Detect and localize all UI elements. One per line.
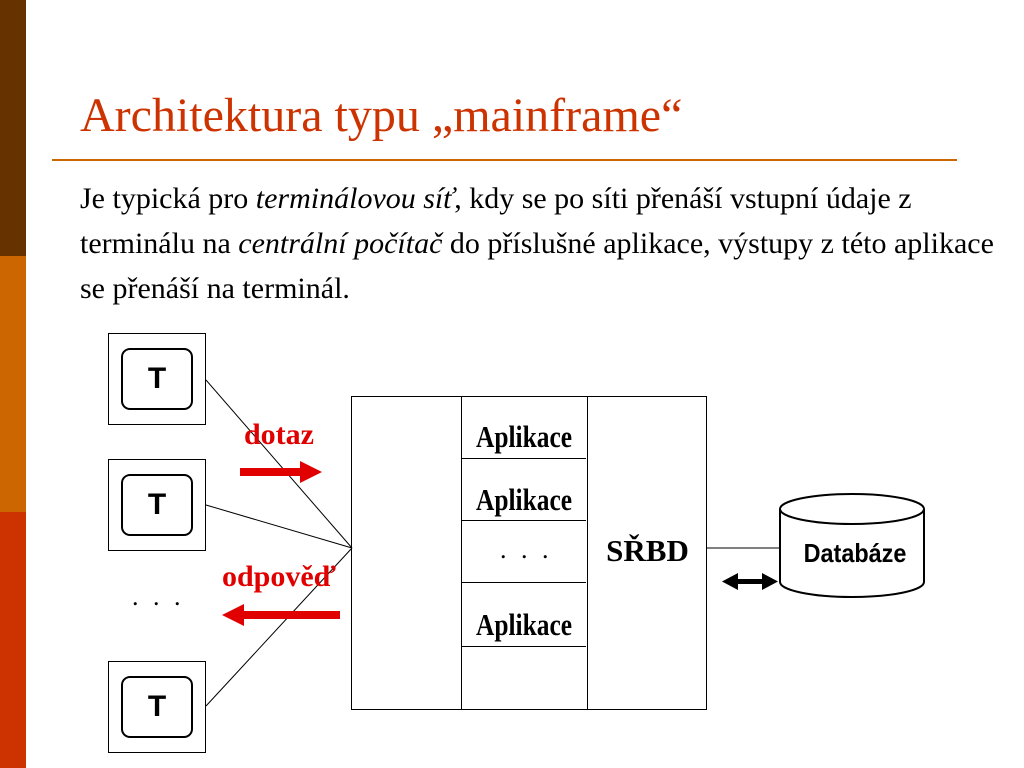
application-ellipsis: . . . xyxy=(500,535,553,564)
bidirectional-arrow-icon xyxy=(722,573,778,590)
application-3: Aplikace xyxy=(475,607,573,642)
terminal-ellipsis: . . . xyxy=(132,582,185,611)
request-label: dotaz xyxy=(244,418,314,451)
mainframe-divider-1 xyxy=(461,396,462,710)
body-text-1: Je typická pro xyxy=(80,182,256,215)
side-stripe-top xyxy=(0,0,26,256)
side-stripe-middle xyxy=(0,256,26,512)
connector-terminal-1 xyxy=(205,379,353,549)
response-arrow-icon xyxy=(222,604,340,626)
terminal-3: T xyxy=(108,661,206,753)
terminal-label: T xyxy=(121,676,193,738)
body-paragraph: Je typická pro terminálovou síť, kdy se … xyxy=(80,176,1010,311)
side-stripe-bottom xyxy=(0,512,26,768)
database-label: Databáze xyxy=(803,538,907,568)
application-separator xyxy=(462,582,586,583)
terminal-2: T xyxy=(108,459,206,551)
dbms-label: SŘBD xyxy=(606,533,689,568)
slide-title: Architektura typu „mainframe“ xyxy=(80,89,683,142)
mainframe-box xyxy=(351,396,707,710)
application-underline xyxy=(462,520,586,521)
database-cylinder-icon xyxy=(779,493,925,598)
connector-terminal-3 xyxy=(205,547,353,707)
application-1: Aplikace xyxy=(475,419,573,454)
body-emphasis-central-computer: centrální počítač xyxy=(238,227,443,260)
request-arrow-icon xyxy=(240,461,322,483)
mainframe-divider-2 xyxy=(587,396,588,710)
terminal-1: T xyxy=(108,333,206,425)
body-text-2: , kdy se po síti přenáší vstupní údaje z… xyxy=(80,182,912,260)
body-text-3: do příslušné aplikace, výstupy z této ap… xyxy=(80,227,994,305)
connector-terminal-2 xyxy=(205,504,353,549)
title-underline xyxy=(52,159,957,161)
terminal-label: T xyxy=(121,474,193,536)
application-underline xyxy=(462,646,586,647)
terminal-label: T xyxy=(121,348,193,410)
application-underline xyxy=(462,458,586,459)
application-2: Aplikace xyxy=(475,482,573,517)
response-label: odpověď xyxy=(222,560,336,593)
body-emphasis-terminal-network: terminálovou síť xyxy=(255,182,455,215)
